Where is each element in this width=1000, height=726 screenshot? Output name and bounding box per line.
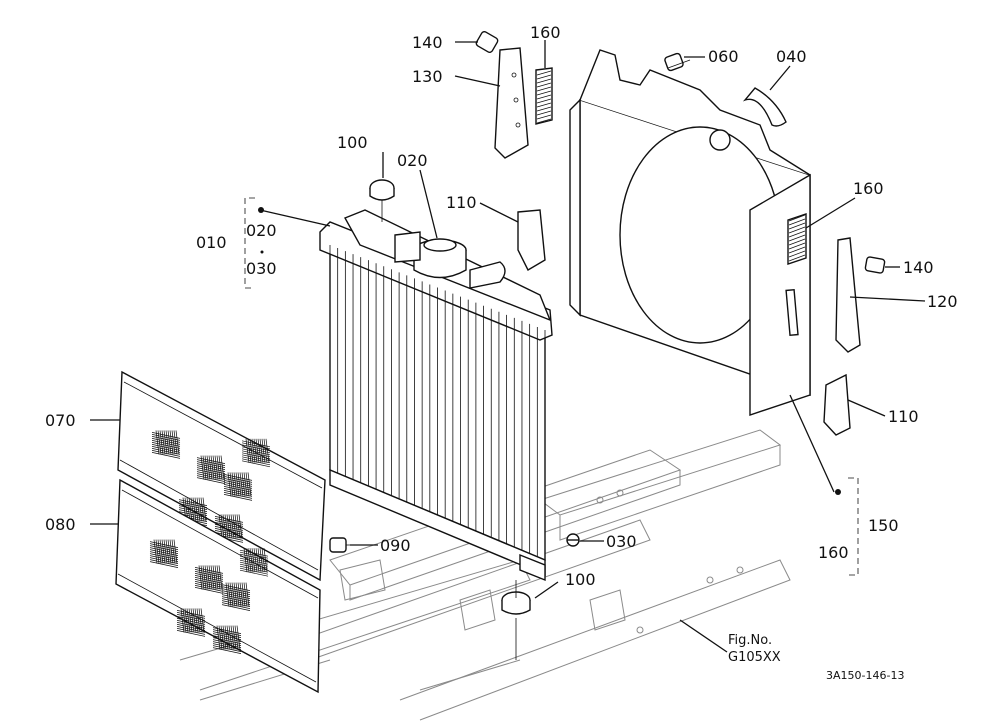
- callout-010-030: 030: [246, 259, 277, 278]
- callout-060: 060: [708, 47, 739, 66]
- callout-040: 040: [776, 47, 807, 66]
- fig-no-label: Fig.No.: [728, 633, 772, 648]
- bracket-130: [494, 47, 529, 159]
- callout-030: 030: [606, 532, 637, 551]
- rubber-mount-lower: [501, 580, 531, 660]
- callout-010: 010: [196, 233, 227, 252]
- callout-110-lower: 110: [888, 407, 919, 426]
- baffle-110-upper: [517, 209, 546, 271]
- group-dot-010: [258, 207, 264, 213]
- callout-080: 080: [45, 515, 76, 534]
- seal-160-right: [787, 213, 807, 265]
- callout-100-upper: 100: [337, 133, 368, 152]
- callout-020: 020: [397, 151, 428, 170]
- screen-080: [115, 478, 321, 694]
- callout-160-right: 160: [853, 179, 884, 198]
- fig-no-code: G105XX: [728, 650, 781, 665]
- document-code: 3A150-146-13: [826, 669, 904, 682]
- bolt-140-upper: [475, 30, 499, 54]
- callout-100-lower: 100: [565, 570, 596, 589]
- seal-160-upper: [535, 67, 553, 125]
- callout-160-upper: 160: [530, 23, 561, 42]
- drain-plug: [566, 533, 580, 547]
- screen-070: [117, 370, 326, 582]
- callout-130: 130: [412, 67, 443, 86]
- group-bracket-150: [848, 477, 859, 576]
- callout-160-lower: 160: [818, 543, 849, 562]
- tractor-frame: [179, 429, 791, 721]
- radiator-assembly: [319, 209, 553, 582]
- radiator-cap: [394, 231, 467, 279]
- drain-hose: [742, 87, 787, 127]
- callout-140-lower: 140: [903, 258, 934, 277]
- callout-140-upper: 140: [412, 33, 443, 52]
- bolt-140-lower: [864, 256, 886, 274]
- callout-120: 120: [927, 292, 958, 311]
- baffle-110-lower: [823, 373, 851, 436]
- bracket-120: [835, 237, 861, 353]
- upper-hose-outlet: [469, 261, 506, 289]
- callout-090: 090: [380, 536, 411, 555]
- rubber-mount-upper: [369, 179, 395, 222]
- callout-070: 070: [45, 411, 76, 430]
- fan-shroud: [569, 49, 811, 416]
- leader-lines: [90, 40, 926, 653]
- group-bracket-010: [244, 197, 255, 289]
- group-dot-mid: [260, 250, 264, 254]
- callout-150: 150: [868, 516, 899, 535]
- callout-110-upper: 110: [446, 193, 477, 212]
- group-dot-150: [835, 489, 841, 495]
- callout-010-020: 020: [246, 221, 277, 240]
- bolt-060: [664, 52, 691, 72]
